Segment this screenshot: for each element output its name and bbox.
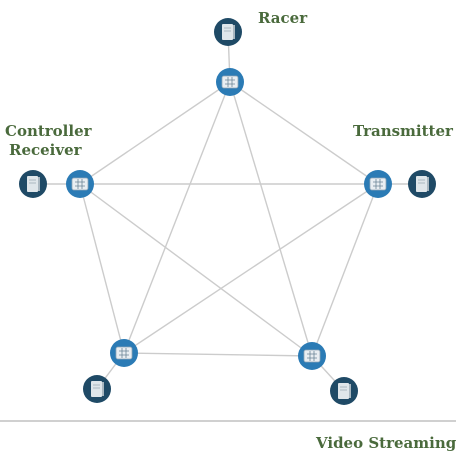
server-icon	[214, 18, 242, 46]
network-switch-icon	[66, 170, 94, 198]
host-body	[222, 24, 233, 40]
switch-ports	[307, 351, 317, 361]
link-left-bottom-right	[79, 183, 313, 357]
host-body	[416, 176, 427, 192]
switch-ports	[75, 179, 85, 189]
host-slots	[224, 27, 231, 32]
host-slots	[29, 179, 36, 184]
host-side	[102, 382, 104, 396]
server-icon	[83, 375, 111, 403]
switch-ports	[119, 348, 129, 358]
host-slots	[93, 384, 100, 389]
switch-ports	[373, 179, 383, 189]
network-switch-icon	[364, 170, 392, 198]
host-side	[427, 177, 429, 191]
link-top-right	[229, 81, 379, 185]
host-slots	[418, 179, 425, 184]
label-racer: Racer	[258, 9, 308, 27]
link-top-bottom-right	[229, 81, 313, 357]
label-controller-line1: Controller	[5, 122, 92, 140]
link-right-bottom-right	[311, 183, 379, 357]
host-slots	[340, 386, 347, 391]
server-icon	[19, 170, 47, 198]
switch-body	[71, 177, 89, 191]
host-side	[349, 384, 351, 398]
host-body	[27, 176, 38, 192]
network-switch-icon	[110, 339, 138, 367]
label-controller-line2: Receiver	[9, 141, 82, 159]
switch-body	[303, 349, 321, 363]
label-video-streaming: Video Streaming	[316, 434, 456, 452]
link-left-bottom-left	[79, 183, 125, 354]
server-icon	[330, 377, 358, 405]
link-right-bottom-left	[123, 183, 379, 354]
host-side	[233, 25, 235, 39]
switch-body	[369, 177, 387, 191]
link-top-bottom-left	[123, 81, 231, 354]
network-switch-icon	[298, 342, 326, 370]
network-switch-icon	[216, 68, 244, 96]
label-transmitter: Transmitter	[353, 122, 453, 140]
link-bottom-left-bottom-right	[123, 352, 313, 357]
link-top-left	[79, 81, 231, 185]
label-controller-receiver: Controller Receiver	[5, 122, 92, 160]
host-body	[338, 383, 349, 399]
switch-ports	[225, 77, 235, 87]
server-icon	[408, 170, 436, 198]
switch-body	[221, 75, 239, 89]
host-body	[91, 381, 102, 397]
switch-body	[115, 346, 133, 360]
nodes-layer	[19, 18, 436, 405]
host-side	[38, 177, 40, 191]
